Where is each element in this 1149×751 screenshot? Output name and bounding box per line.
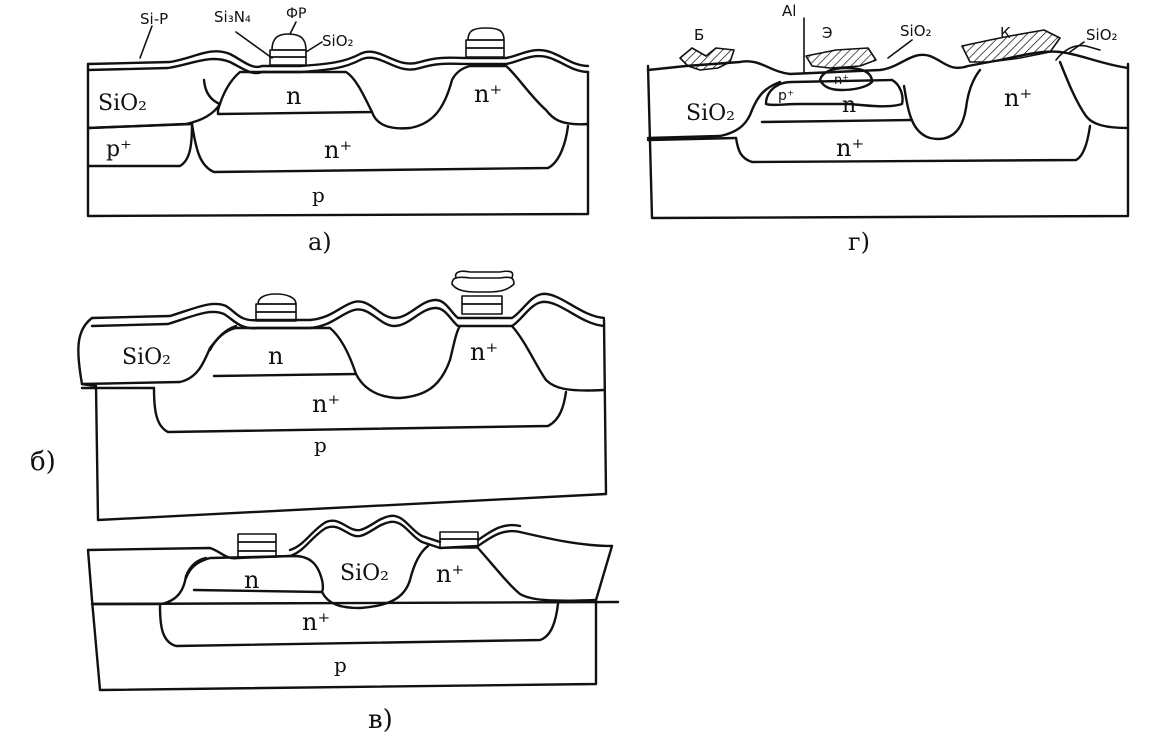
panel-a-p-plus-boundary bbox=[86, 122, 194, 168]
label-v-n-plus-buried: n⁺ bbox=[302, 608, 330, 636]
panel-b-resist-stack-1 bbox=[255, 293, 297, 322]
panel-v-nitride-stack-1 bbox=[237, 533, 277, 558]
label-g-sio2-top: SiO₂ bbox=[900, 22, 932, 40]
label-v-n: n bbox=[244, 566, 259, 594]
label-b-n-plus-buried: n⁺ bbox=[312, 390, 340, 418]
panel-b-n-plus-collector bbox=[510, 324, 606, 392]
label-b-n-plus-collector: n⁺ bbox=[470, 338, 498, 366]
panel-g-outline bbox=[646, 62, 1130, 220]
label-si-p: Si-P bbox=[140, 10, 168, 28]
panel-v-sio2-trench bbox=[320, 544, 430, 610]
label-v-sio2: SiO₂ bbox=[340, 561, 389, 586]
caption-g: г) bbox=[848, 228, 870, 256]
label-n-plus-collector: n⁺ bbox=[474, 80, 502, 108]
label-emitter: Э bbox=[822, 24, 832, 42]
panel-g-top-surface bbox=[646, 50, 1130, 76]
panel-b-sio2-layer bbox=[90, 300, 606, 330]
panel-a-resist-stack-1 bbox=[269, 33, 307, 66]
label-sio2-top: SiO₂ bbox=[322, 32, 354, 50]
label-g-n-plus-buried: n⁺ bbox=[836, 134, 864, 162]
caption-b: б) bbox=[30, 447, 56, 477]
label-v-p-substrate: p bbox=[334, 653, 347, 677]
label-al: Al bbox=[782, 2, 796, 20]
label-g-n-plus-emitter: n⁺ bbox=[834, 73, 849, 88]
panel-a-leader-fr bbox=[289, 21, 297, 35]
panel-b-trench bbox=[354, 324, 462, 400]
label-g-n-plus-collector: n⁺ bbox=[1004, 84, 1032, 112]
caption-a: а) bbox=[308, 228, 332, 256]
panel-b: SiO₂ n n⁺ n⁺ p б) bbox=[30, 270, 608, 522]
panel-g-sio2-right-leader bbox=[1069, 41, 1085, 53]
panel-a-n-island bbox=[216, 70, 374, 116]
panel-b-outline bbox=[77, 316, 608, 522]
panel-a-buried-n-plus bbox=[190, 122, 570, 174]
panel-v-outline bbox=[86, 544, 614, 692]
label-n-plus-buried: n⁺ bbox=[324, 136, 352, 164]
panel-a-leader-sio2 bbox=[305, 41, 323, 53]
panel-g-collector-contact bbox=[961, 29, 1061, 63]
panel-a-buried-line bbox=[86, 122, 194, 130]
label-b-n: n bbox=[268, 342, 283, 370]
caption-v: в) bbox=[368, 705, 393, 735]
panel-v-nitride-stack-2 bbox=[439, 531, 479, 549]
panel-g-base-region bbox=[764, 78, 904, 108]
panel-a-top-surface bbox=[86, 48, 590, 69]
panel-a-si-p-layer bbox=[86, 54, 590, 75]
panel-b-top-surface bbox=[90, 292, 606, 322]
panel-v-sio2-layer-right bbox=[476, 523, 522, 542]
label-b-p-substrate: p bbox=[314, 433, 327, 457]
label-g-sio2-right: SiO₂ bbox=[1086, 26, 1118, 44]
panel-g-base-contact bbox=[679, 47, 735, 71]
label-p-substrate: p bbox=[312, 183, 325, 207]
panel-g-isolation-groove bbox=[902, 68, 982, 141]
panel-a: Si-P Si₃N₄ ФР SiO₂ SiO₂ n n⁺ p⁺ n⁺ p а) bbox=[86, 6, 590, 256]
label-si3n4: Si₃N₄ bbox=[214, 8, 251, 26]
label-collector: К bbox=[1000, 24, 1011, 42]
panel-v-field-oxide-left bbox=[90, 556, 208, 606]
panel-g-oxide-step-right bbox=[1055, 44, 1101, 61]
panel-v-sio2-layer bbox=[288, 514, 442, 552]
panel-v-buried-n-plus bbox=[158, 602, 560, 648]
panel-a-n-plus-island bbox=[370, 64, 590, 130]
label-sio2-field: SiO₂ bbox=[98, 91, 147, 116]
panel-g-n-layer-line bbox=[760, 118, 914, 124]
panel-b-resist-stack-2 bbox=[451, 270, 515, 315]
label-n: n bbox=[286, 82, 301, 110]
panel-a-leader-si3n4 bbox=[235, 31, 273, 59]
panel-a-resist-stack-2 bbox=[465, 27, 505, 58]
panel-g-sio2-leader bbox=[887, 39, 913, 59]
label-g-n: n bbox=[842, 93, 856, 118]
panel-g-emitter-region bbox=[818, 66, 874, 92]
panel-v: n SiO₂ n⁺ n⁺ p в) bbox=[86, 514, 620, 735]
label-photoresist: ФР bbox=[286, 6, 307, 22]
panel-a-leader-si-p bbox=[139, 25, 153, 59]
panel-b-buried-n-plus bbox=[152, 386, 568, 434]
label-p-plus: p⁺ bbox=[106, 137, 132, 162]
panel-g-buried-line bbox=[646, 136, 738, 142]
label-base: Б bbox=[694, 26, 704, 44]
label-g-sio2-field: SiO₂ bbox=[686, 101, 735, 126]
panel-b-n-island bbox=[208, 326, 358, 378]
panel-v-n-plus-collector bbox=[476, 546, 598, 602]
panel-g-n-plus-collector bbox=[1058, 60, 1130, 130]
label-g-p-plus: p⁺ bbox=[778, 88, 794, 104]
panel-g-buried-n-plus bbox=[734, 124, 1092, 164]
panel-g-field-oxide-left bbox=[646, 80, 782, 140]
panel-a-outline bbox=[86, 62, 590, 218]
label-b-sio2-field: SiO₂ bbox=[122, 345, 171, 370]
panel-v-n-island bbox=[184, 554, 325, 594]
panel-v-buried-line bbox=[90, 600, 620, 606]
panel-g: Б Al Э SiO₂ К SiO₂ SiO₂ p⁺ n⁺ n n⁺ n⁺ г) bbox=[646, 2, 1130, 256]
label-v-n-plus-collector: n⁺ bbox=[436, 560, 464, 588]
panel-g-emitter-contact bbox=[805, 47, 877, 69]
